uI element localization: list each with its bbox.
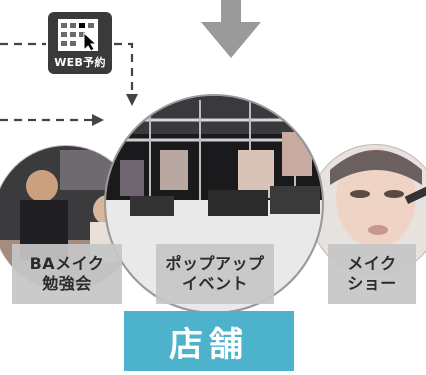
event-label-line: 勉強会 bbox=[42, 274, 92, 293]
event-label-popup-event: ポップアップ イベント bbox=[156, 244, 274, 304]
dashed-arrowhead-right bbox=[92, 114, 104, 126]
calendar-grid-icon bbox=[58, 19, 98, 51]
event-label-line: ショー bbox=[347, 274, 397, 293]
event-label-line: ポップアップ bbox=[165, 254, 265, 273]
store-label: 店舗 bbox=[124, 311, 294, 371]
web-reservation-label: WEB予約 bbox=[54, 56, 106, 69]
event-label-makeup-show: メイク ショー bbox=[328, 244, 416, 304]
event-label-line: BAメイク bbox=[29, 254, 105, 273]
event-label-ba-makeup-lesson: BAメイク 勉強会 bbox=[12, 244, 122, 304]
dashed-connectors bbox=[0, 42, 134, 122]
event-label-line: メイク bbox=[347, 254, 397, 273]
event-label-line: イベント bbox=[181, 274, 248, 293]
web-reservation-icon: WEB予約 bbox=[48, 12, 112, 74]
dashed-arrowhead-down bbox=[126, 94, 138, 106]
top-down-arrow bbox=[201, 0, 261, 58]
dashed-line-from-web-icon bbox=[114, 42, 134, 96]
